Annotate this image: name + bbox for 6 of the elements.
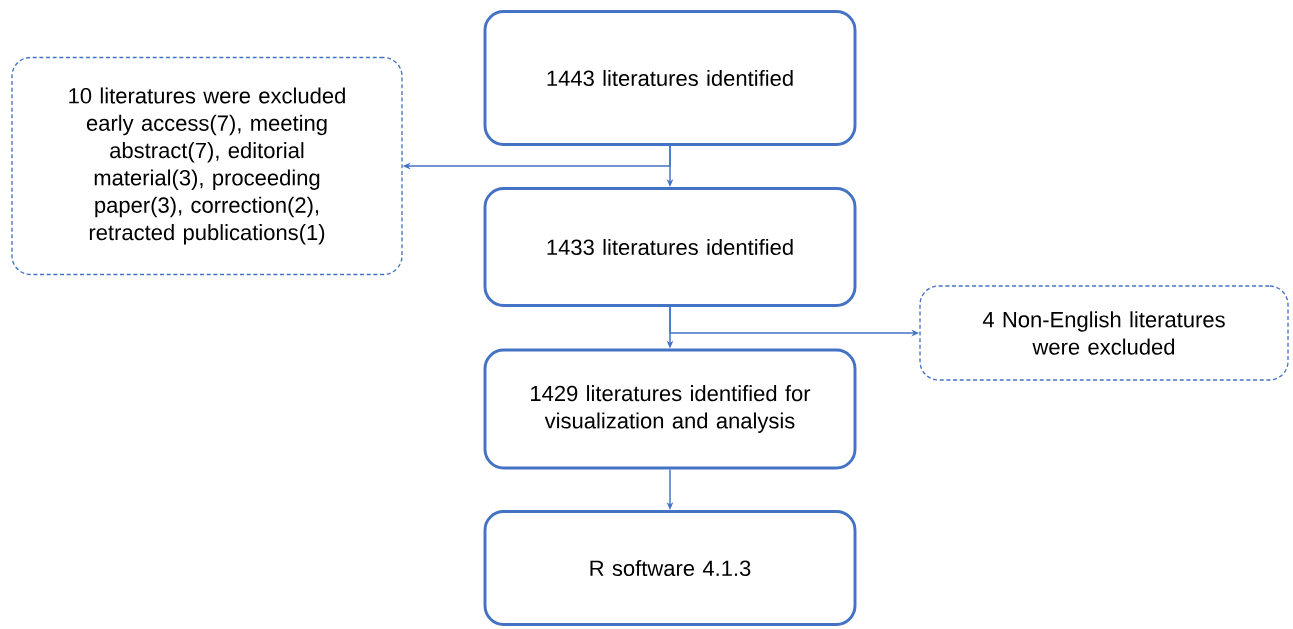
process-box: R software 4.1.3 bbox=[483, 510, 857, 626]
process-box: 1429 literatures identified for visualization and analysis bbox=[483, 348, 857, 470]
exclusion-box: 10 literatures were excluded early access(7), meeting abstract(7), editorial material(3), proceeding paper(3), correction(2), retracted publications(1) bbox=[11, 56, 403, 276]
process-box: 1443 literatures identified bbox=[483, 10, 857, 146]
process-box: 1433 literatures identified bbox=[483, 187, 857, 307]
exclusion-box: 4 Non-English literatures were excluded bbox=[919, 285, 1289, 381]
